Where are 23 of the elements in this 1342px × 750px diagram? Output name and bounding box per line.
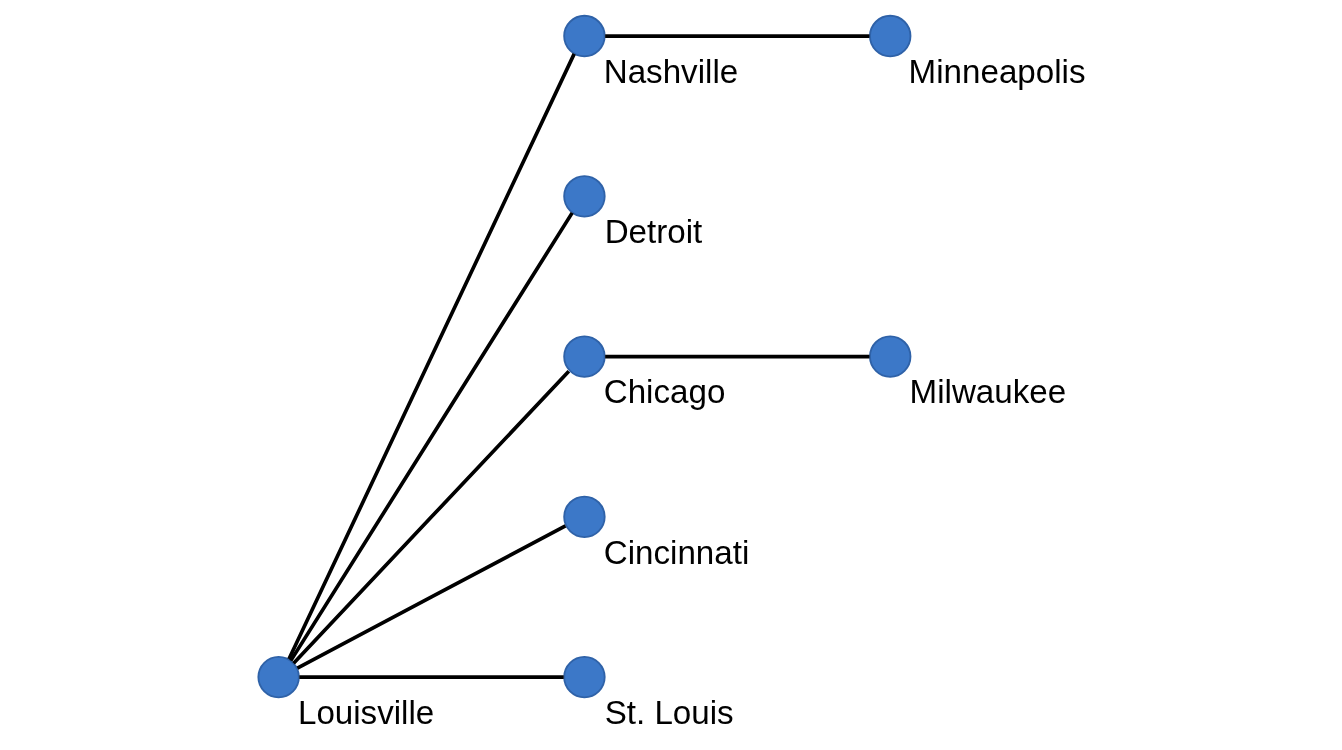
connector: [605, 354, 870, 359]
node-label: St. Louis: [604, 693, 734, 731]
node-circle: [563, 655, 606, 699]
node-label: Minneapolis: [908, 52, 1086, 90]
node-circle: [563, 495, 606, 539]
connector: [299, 675, 564, 679]
node-circle: [563, 14, 606, 58]
node-circle: [257, 655, 300, 699]
connector: [287, 53, 576, 660]
connector: [292, 369, 571, 665]
connector: [289, 211, 574, 662]
node-label: Detroit: [604, 213, 703, 251]
node-circle: [563, 335, 606, 378]
node-circle: [869, 335, 912, 378]
connector: [605, 34, 870, 38]
node-label: Chicago: [603, 373, 726, 411]
node-label: Milwaukee: [909, 373, 1067, 411]
node-circle: [563, 175, 606, 218]
node-label: Nashville: [603, 52, 739, 90]
node-label: Cincinnati: [603, 533, 750, 571]
node-circle: [869, 14, 912, 58]
node-label: Louisville: [297, 693, 435, 731]
connector: [296, 524, 567, 670]
